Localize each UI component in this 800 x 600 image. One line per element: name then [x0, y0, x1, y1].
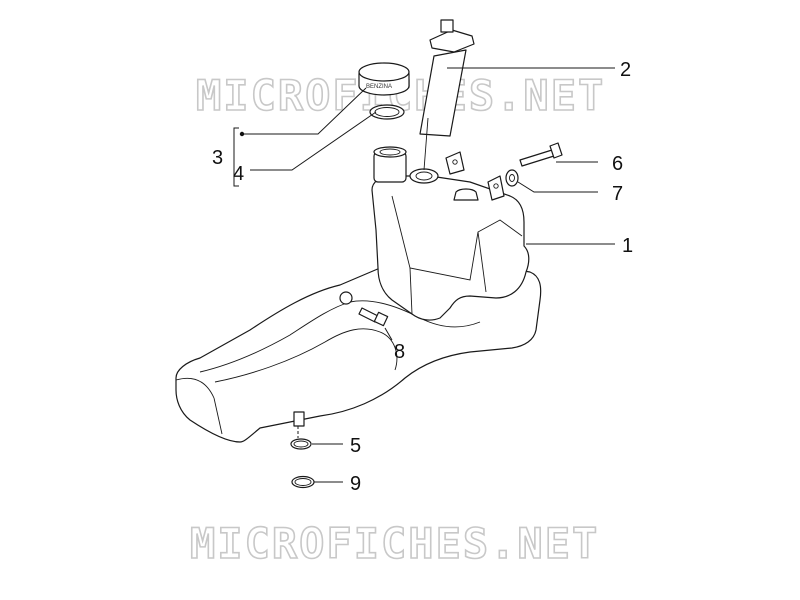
callout-4: 4 [233, 163, 244, 185]
clip-ring-inner [294, 478, 312, 486]
callout-5: 5 [350, 435, 361, 457]
sender-head [429, 29, 475, 53]
cap-label: BENZINA [366, 84, 392, 90]
leader-8 [384, 327, 393, 341]
screw [358, 307, 389, 327]
callout-1: 1 [622, 235, 633, 257]
spring-clip [291, 475, 315, 489]
sender-tube [419, 49, 467, 137]
sender-port-inner [415, 171, 433, 181]
bolt-head [549, 142, 563, 159]
breather-cap [453, 188, 479, 201]
tank-reservoir-edge [409, 267, 413, 315]
washer-outer [505, 169, 519, 187]
leader-lines [233, 67, 615, 483]
bolt-shank [519, 149, 555, 167]
tank-upper-reservoir [371, 175, 530, 321]
mount-tab-left [445, 151, 465, 175]
leader-7 [517, 181, 598, 193]
tank-saddle-inner [214, 328, 398, 383]
mount-tab-hole-left [452, 159, 458, 165]
side-mount-boss [339, 291, 353, 305]
gasket-inner [374, 107, 400, 117]
callout-9: 9 [350, 473, 361, 495]
watermark-bottom: MICROFICHES.NET [190, 519, 599, 568]
sender-connector [440, 19, 454, 33]
filler-neck-opening [379, 148, 401, 156]
callout-2: 2 [620, 59, 631, 81]
tank-reservoir-face [391, 195, 523, 281]
callout-6: 6 [612, 153, 623, 175]
tank-reservoir-edge-2 [477, 231, 487, 293]
o-ring-gasket [369, 104, 405, 120]
callout-8: 8 [394, 341, 405, 363]
sender-port [409, 168, 439, 184]
hose-clamp [290, 438, 312, 450]
mount-tab-hole-right [493, 183, 499, 189]
leader-3-dot [239, 131, 245, 137]
bracket-3-4 [233, 127, 239, 187]
filler-neck-top [373, 146, 407, 158]
washer [505, 169, 519, 187]
screw-head [373, 311, 389, 327]
clamp-ring-inner [293, 440, 309, 448]
leader-4 [250, 111, 377, 171]
leader-3 [242, 87, 367, 135]
washer-inner [509, 174, 515, 182]
fuel-level-sender [419, 19, 475, 171]
callout-7: 7 [612, 183, 623, 205]
tank-front-lip [175, 377, 215, 399]
outlet-spigot [293, 411, 305, 427]
cap-top [358, 62, 410, 82]
tank-front-edge [213, 397, 223, 435]
fuel-tank [175, 146, 542, 443]
fuel-cap: BENZINA [358, 62, 410, 96]
callout-labels: 2 3 4 6 7 1 8 5 9 [212, 59, 633, 495]
sender-float-rod [423, 117, 429, 171]
callout-3: 3 [212, 147, 223, 169]
bolt-m6 [519, 142, 563, 167]
